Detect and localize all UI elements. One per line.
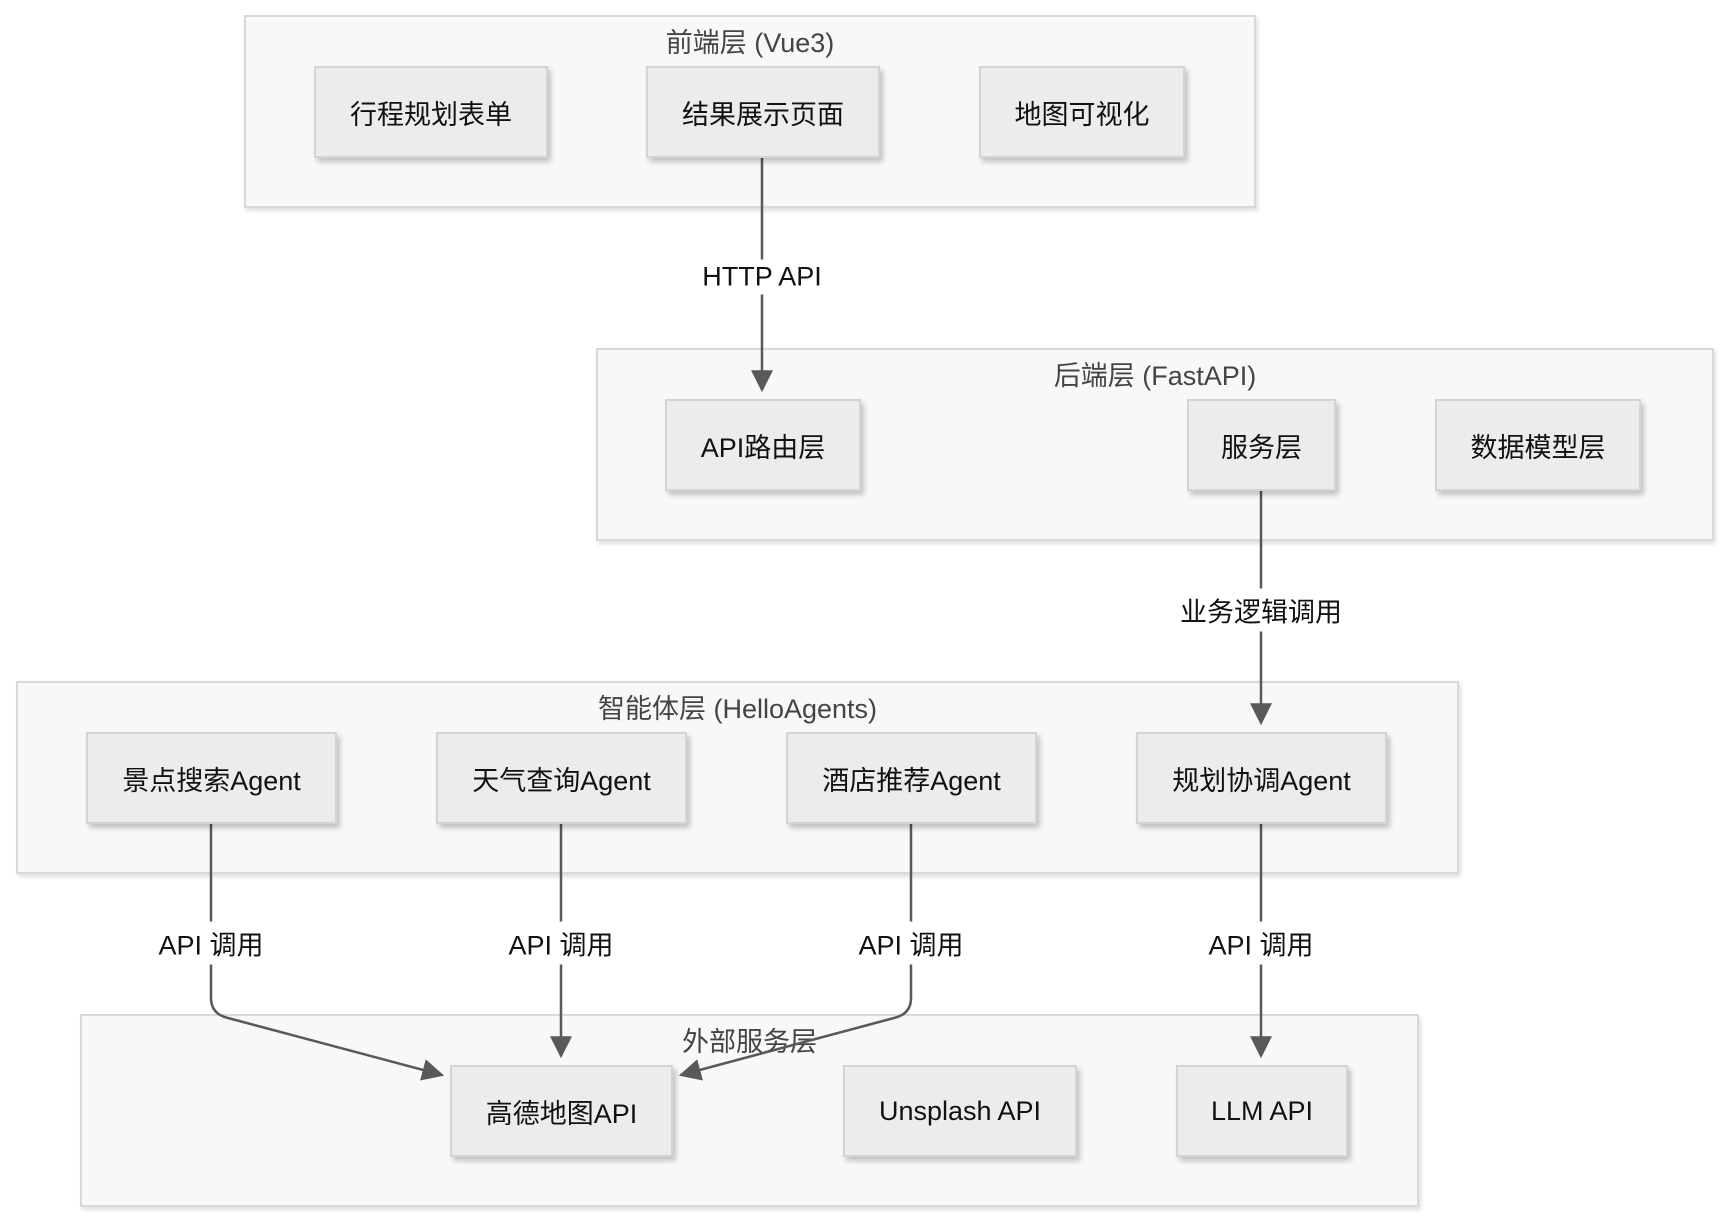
- backend-layer-title: 后端层 (FastAPI): [1053, 361, 1257, 391]
- edge-label-http: HTTP API: [698, 259, 826, 295]
- node-planner-agent: 规划协调Agent: [1136, 732, 1387, 824]
- node-trip-planning-form: 行程规划表单: [314, 66, 548, 158]
- edge-label-api-call-4: API 调用: [1204, 921, 1318, 965]
- edge-attraction-to-amap: [209, 824, 445, 1081]
- edge-label-api-call-2: API 调用: [504, 921, 618, 965]
- node-api-router: API路由层: [665, 399, 861, 491]
- node-weather-agent: 天气查询Agent: [436, 732, 687, 824]
- node-llm-api: LLM API: [1176, 1065, 1348, 1157]
- node-results-page: 结果展示页面: [646, 66, 880, 158]
- external-layer-title: 外部服务层: [682, 1027, 817, 1057]
- edge-hotel-to-amap: [678, 824, 913, 1081]
- node-data-model-layer: 数据模型层: [1435, 399, 1641, 491]
- agent-layer-title: 智能体层 (HelloAgents): [597, 694, 878, 724]
- node-unsplash-api: Unsplash API: [843, 1065, 1077, 1157]
- node-service-layer: 服务层: [1187, 399, 1336, 491]
- edge-label-api-call-1: API 调用: [154, 921, 268, 965]
- frontend-layer-title: 前端层 (Vue3): [665, 28, 835, 58]
- edge-label-api-call-3: API 调用: [854, 921, 968, 965]
- edge-label-business: 业务逻辑调用: [1176, 588, 1346, 632]
- node-map-visualization: 地图可视化: [979, 66, 1185, 158]
- node-attraction-agent: 景点搜索Agent: [86, 732, 337, 824]
- node-amap-api: 高德地图API: [450, 1065, 673, 1157]
- node-hotel-agent: 酒店推荐Agent: [786, 732, 1037, 824]
